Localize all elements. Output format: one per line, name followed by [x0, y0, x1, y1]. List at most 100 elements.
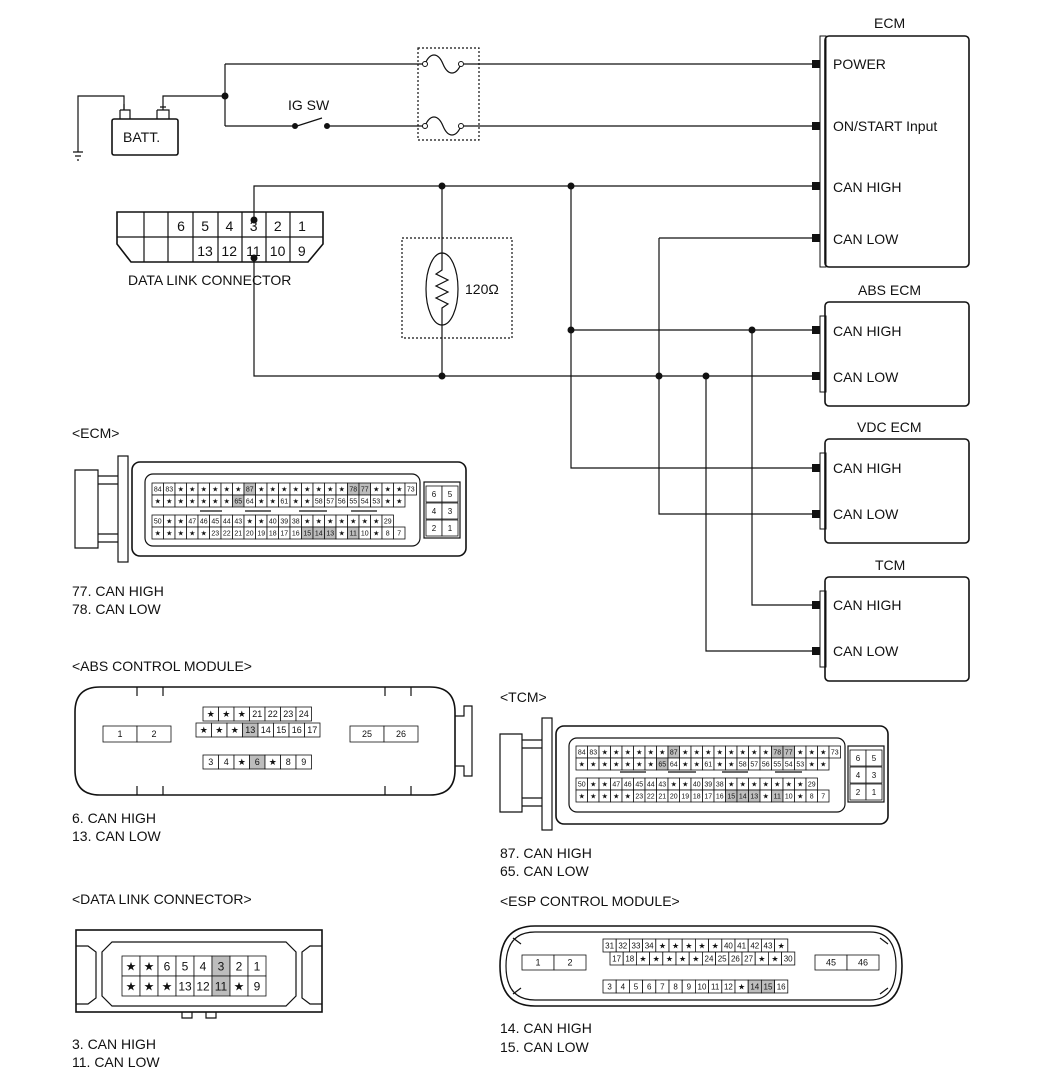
pin-label: 26: [731, 954, 740, 963]
pin-label: 55: [349, 499, 357, 506]
pin-label: 5: [182, 959, 189, 973]
pin-label: 87: [670, 750, 678, 757]
ecm-title: ECM: [874, 15, 905, 31]
pin-label: 18: [625, 954, 634, 963]
pin-label: 64: [670, 762, 678, 769]
pin-label: 14: [261, 725, 271, 735]
pin-label: 3: [607, 982, 612, 991]
pin-cell: [865, 749, 883, 767]
resistor-label: 120Ω: [465, 281, 499, 297]
ecm-note-can-high: 77. CAN HIGH: [72, 583, 164, 599]
pin-label: 5: [448, 490, 453, 499]
pin-label: 2: [151, 729, 156, 739]
pin-label: 65: [658, 762, 666, 769]
dlc-pin-number: 9: [298, 243, 306, 259]
pin-label: 7: [821, 794, 825, 801]
pin-label: ★: [304, 518, 310, 526]
pin-label: ★: [178, 486, 184, 494]
pin-label: ★: [270, 498, 276, 506]
pin-label: ★: [705, 749, 711, 757]
pin-label: 45: [826, 958, 836, 968]
pin-label: ★: [304, 486, 310, 494]
dlc-symbol: [116, 211, 324, 263]
pin-label: 64: [246, 499, 254, 506]
pin-label: 23: [635, 794, 643, 801]
pin-label: ★: [694, 749, 700, 757]
pin-label: ★: [231, 725, 239, 735]
pin-cell: [404, 482, 417, 496]
pin-label: ★: [396, 498, 402, 506]
pin-label: 58: [315, 499, 323, 506]
pin-label: ★: [763, 781, 769, 789]
pin-label: ★: [717, 761, 723, 769]
vdc-title: VDC ECM: [857, 419, 922, 435]
pin-cell: [441, 519, 459, 537]
pin-label: 61: [704, 762, 712, 769]
pin-label: 3: [208, 757, 213, 767]
pin-label: 21: [658, 794, 666, 801]
pin-cell: [136, 725, 172, 743]
tcm-pin-can-high: CAN HIGH: [833, 597, 901, 613]
pin-label: ★: [293, 498, 299, 506]
pin-label: 14: [315, 531, 323, 538]
pin-label: ★: [653, 954, 660, 963]
pin-cell: [295, 754, 312, 770]
pin-label: 16: [777, 982, 786, 991]
pin-cell: [781, 951, 796, 966]
pin-label: 2: [567, 958, 572, 968]
pin-label: ★: [602, 793, 608, 801]
dlc-label: DATA LINK CONNECTOR: [128, 272, 291, 288]
pin-label: ★: [126, 979, 137, 993]
pin-label: 33: [632, 941, 641, 950]
pin-label: ★: [809, 749, 815, 757]
pin-label: 43: [658, 782, 666, 789]
pin-label: 65: [234, 499, 242, 506]
tcm-title: TCM: [875, 557, 905, 573]
pin-cell: [553, 954, 587, 971]
pin-label: 34: [645, 941, 654, 950]
abs-module: [819, 301, 970, 407]
pin-label: ★: [258, 498, 264, 506]
pin-label: ★: [613, 793, 619, 801]
pin-label: 58: [739, 762, 747, 769]
pin-label: ★: [238, 757, 246, 767]
pin-label: 84: [154, 487, 162, 494]
pin-label: ★: [666, 954, 673, 963]
esp-note-can-low: 15. CAN LOW: [500, 1039, 589, 1055]
pin-label: 22: [647, 794, 655, 801]
pin-label: ★: [201, 498, 207, 506]
pin-label: 45: [211, 519, 219, 526]
abs-connector-face: [74, 686, 473, 796]
pin-label: 83: [589, 750, 597, 757]
pin-label: 17: [612, 954, 621, 963]
pin-label: 10: [361, 531, 369, 538]
pin-label: ★: [238, 709, 246, 719]
pin-label: 9: [301, 757, 306, 767]
pin-label: 6: [432, 490, 437, 499]
pin-label: ★: [166, 498, 172, 506]
pin-label: 25: [718, 954, 727, 963]
pin-label: ★: [258, 518, 264, 526]
pin-label: 2: [856, 788, 861, 797]
pin-label: 13: [326, 531, 334, 538]
esp-connector-title: <ESP CONTROL MODULE>: [500, 893, 680, 909]
pin-label: 13: [245, 725, 255, 735]
pin-label: ★: [648, 761, 654, 769]
pin-label: 8: [673, 982, 678, 991]
pin-label: ★: [590, 781, 596, 789]
esp-note-can-high: 14. CAN HIGH: [500, 1020, 592, 1036]
pin-label: ★: [373, 530, 379, 538]
pin-label: 4: [224, 757, 229, 767]
ecm-pin-power: POWER: [833, 56, 886, 72]
pin-label: 8: [386, 531, 390, 538]
pin-label: 21: [252, 709, 262, 719]
batt-label: BATT.: [123, 129, 160, 145]
dlc-pin-number: 12: [221, 243, 237, 259]
pin-label: ★: [602, 749, 608, 757]
pin-label: 47: [188, 519, 196, 526]
pin-label: 1: [448, 524, 453, 533]
pin-label: 39: [704, 782, 712, 789]
